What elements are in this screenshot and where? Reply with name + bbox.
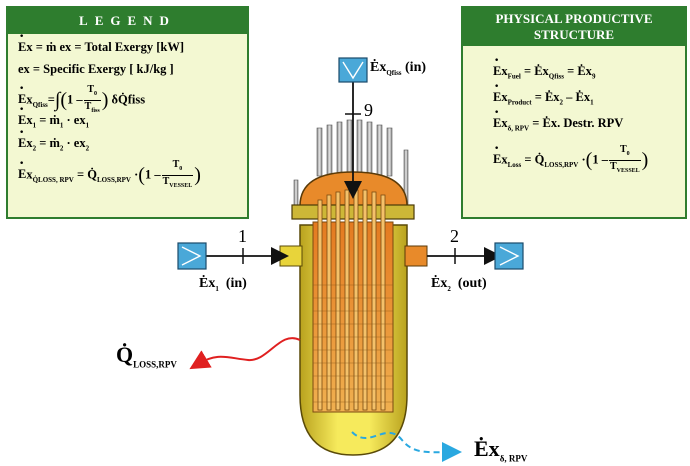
vessel-flange	[291, 204, 415, 220]
control-rod-drives	[293, 119, 409, 211]
pps-destruction-eq: Exδ, RPV = Ėx. Destr. RPV	[493, 105, 623, 133]
pps-title-line1: PHYSICAL PRODUCTIVE	[495, 11, 653, 26]
ex2-out-label: Ėx2 (out)	[431, 276, 487, 293]
pps-title-line2: STRUCTURE	[533, 27, 615, 42]
ex1-in-label: Ėx1 (in)	[199, 276, 247, 293]
legend-total-exergy: Ex = ṁ ex = Total Exergy [kW]	[18, 29, 184, 55]
legend-exergy-1: Ex1 = ṁ1 · ex1	[18, 102, 89, 130]
outlet-port-box	[494, 242, 524, 270]
fuel-rods	[317, 189, 386, 411]
inlet-nozzle	[279, 245, 303, 267]
stream-9-number: 9	[364, 100, 373, 120]
stream-2-number: 2	[450, 226, 459, 246]
legend-panel: LEGEND Ex = ṁ ex = Total Exergy [kW] ex …	[6, 6, 249, 219]
exergy-destruction-arrow	[351, 431, 462, 463]
pps-panel: PHYSICAL PRODUCTIVE STRUCTURE ExFuel = Ė…	[461, 6, 687, 219]
heat-loss-arrow	[189, 337, 301, 370]
pps-title: PHYSICAL PRODUCTIVE STRUCTURE	[463, 8, 685, 46]
pps-product-eq: ExProduct = Ėx2 – Ėx1	[493, 79, 594, 107]
exergy-destruction-label: Ėxδ, RPV	[474, 436, 528, 464]
legend-exergy-2: Ex2 = ṁ2 · ex2	[18, 125, 89, 153]
reactor-core	[312, 221, 394, 413]
inlet-port-box	[177, 242, 207, 270]
outlet-nozzle	[404, 245, 428, 267]
legend-specific-exergy: ex = Specific Exergy [ kJ/kg ]	[18, 62, 174, 76]
stream-1-number: 1	[238, 226, 247, 246]
qfiss-in-label: ĖxQfiss (in)	[370, 60, 427, 77]
legend-exergy-loss: ExQ̇LOSS, RPV = Q̇LOSS,RPV ·(1 –T0TVESSE…	[18, 156, 201, 192]
qfiss-port-box	[338, 57, 368, 83]
qloss-label: Q̇LOSS,RPV	[116, 342, 177, 370]
legend-title: LEGEND	[8, 8, 247, 34]
pps-fuel-eq: ExFuel = ĖxQfiss = Ėx9	[493, 53, 595, 81]
